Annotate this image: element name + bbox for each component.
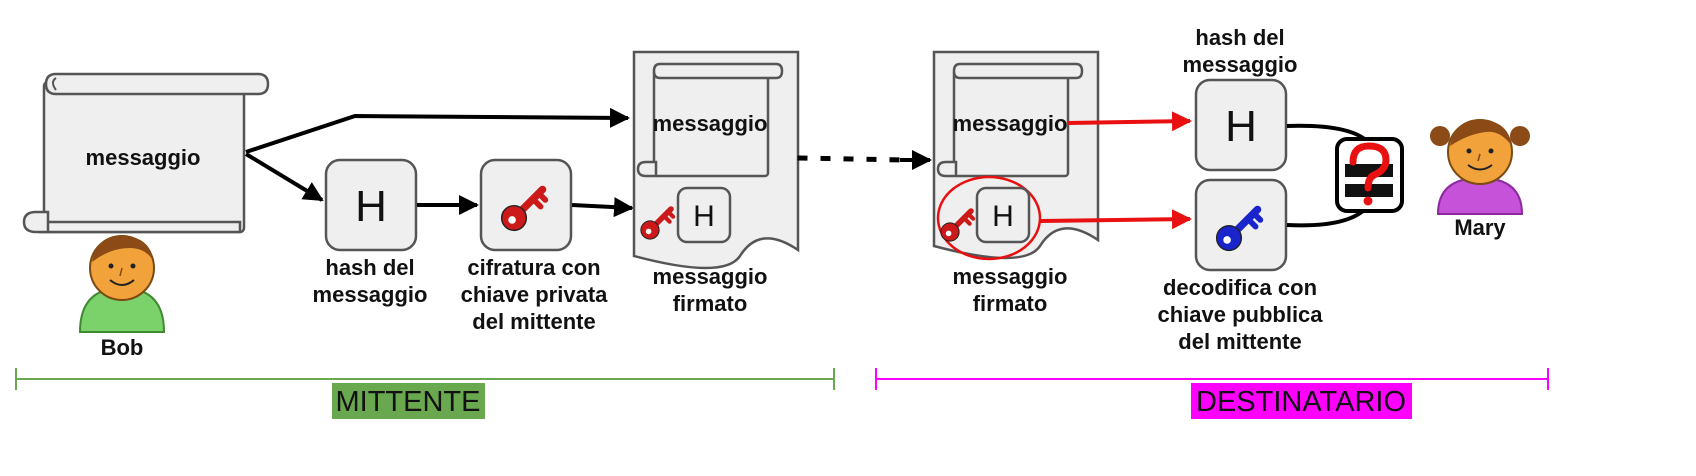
decrypt-box	[1194, 178, 1288, 272]
message-to-signed-arrow	[245, 107, 630, 154]
hash-label-line: messaggio	[313, 282, 428, 307]
message-to-hash-red-arrow	[1067, 111, 1192, 132]
sender-hash-label: hash del messaggio	[313, 255, 428, 307]
scroll-icon	[936, 62, 1084, 178]
receiver-signed-label: messaggio firmato	[953, 264, 1068, 316]
encrypt-box	[479, 158, 573, 252]
person-icon	[78, 235, 166, 333]
encrypt-label-line: del mittente	[472, 309, 595, 334]
receiver-signed-document: messaggio H	[932, 50, 1100, 261]
signed-label-line: messaggio	[953, 264, 1068, 289]
sender-hash-box: H	[324, 158, 418, 252]
destinatario-label: DESTINATARIO	[1196, 386, 1406, 418]
encrypt-label-line: chiave privata	[461, 282, 609, 307]
hash-label-line: hash del	[1195, 25, 1284, 50]
scroll-icon	[22, 72, 270, 234]
hash-symbol: H	[1225, 102, 1257, 151]
decrypt-label-line: chiave pubblica	[1157, 302, 1323, 327]
bob-person: Bob	[78, 235, 166, 360]
signature-to-decrypt-red-arrow	[1039, 209, 1192, 230]
question-equal-icon	[1335, 137, 1404, 213]
mittente-section: MITTENTE	[15, 368, 835, 419]
destinatario-section: DESTINATARIO	[875, 368, 1549, 419]
mary-person: Mary	[1430, 119, 1530, 240]
hash-label-line: hash del	[325, 255, 414, 280]
signed-label-line: firmato	[973, 291, 1048, 316]
signed-label-line: messaggio	[653, 264, 768, 289]
signed-hash-symbol: H	[992, 200, 1014, 233]
signed-message-label: messaggio	[653, 111, 768, 136]
sender-signed-document: messaggio H	[632, 50, 800, 270]
receiver-hash-box: H	[1194, 78, 1288, 172]
transmission-arrow	[797, 150, 932, 170]
signed-label-line: firmato	[673, 291, 748, 316]
message-label: messaggio	[86, 145, 201, 170]
signed-message-label: messaggio	[953, 111, 1068, 136]
message-to-hash-arrow	[244, 152, 324, 202]
decrypt-label-line: del mittente	[1178, 329, 1301, 354]
decrypt-label-line: decodifica con	[1163, 275, 1317, 300]
person-icon	[1430, 119, 1530, 215]
bob-label: Bob	[101, 335, 144, 360]
hash-symbol: H	[355, 182, 387, 231]
hash-label-line: messaggio	[1183, 52, 1298, 77]
decrypt-label: decodifica con chiave pubblica del mitte…	[1157, 275, 1323, 354]
scroll-icon	[636, 62, 784, 178]
sender-signed-label: messaggio firmato	[653, 264, 768, 316]
receiver-hash-label: hash del messaggio	[1183, 25, 1298, 77]
mittente-label: MITTENTE	[336, 386, 481, 418]
encrypt-label: cifratura con chiave privata del mittent…	[461, 255, 609, 334]
encrypt-label-line: cifratura con	[467, 255, 600, 280]
mary-label: Mary	[1454, 215, 1506, 240]
signed-hash-symbol: H	[693, 200, 715, 233]
message-scroll: messaggio	[22, 72, 270, 234]
encrypt-to-signed-arrow	[571, 197, 634, 218]
